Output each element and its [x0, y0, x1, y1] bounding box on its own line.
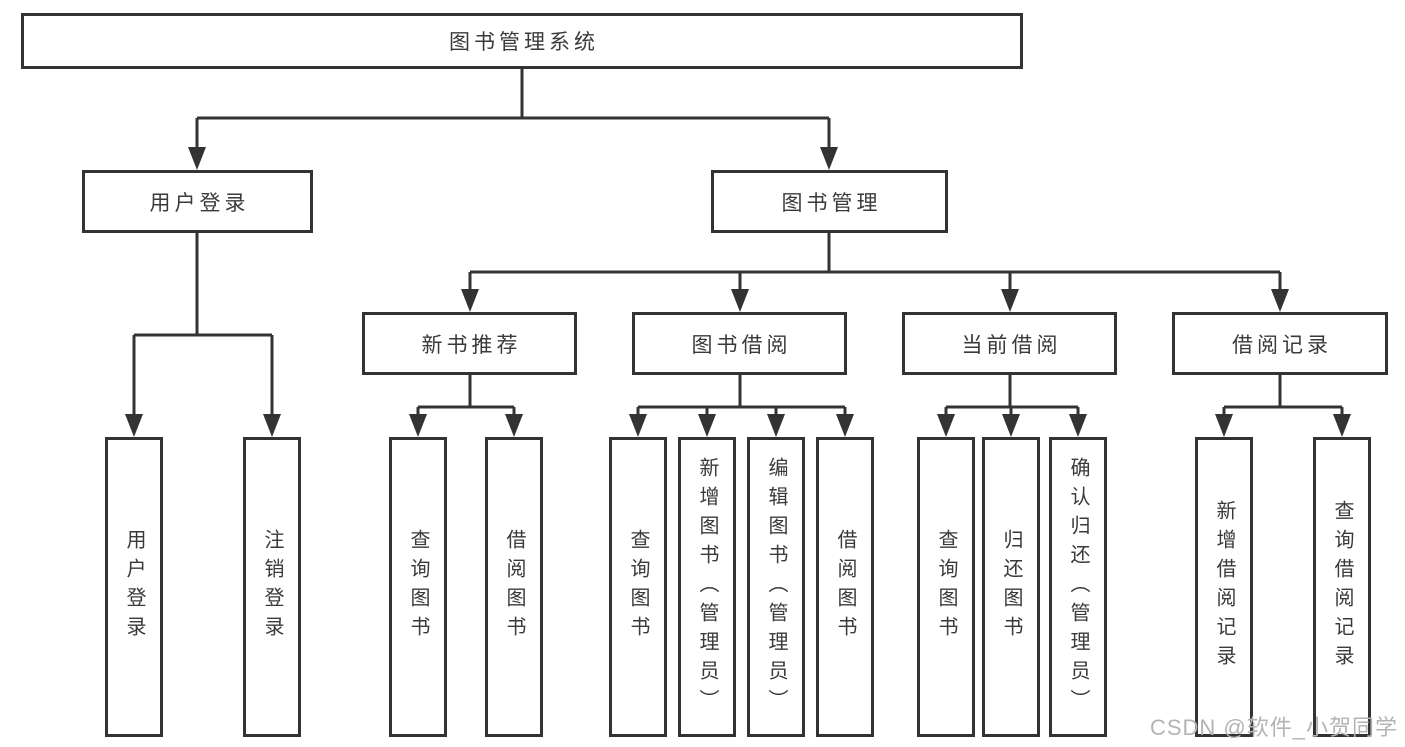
leaf-user-login: 用户登录: [105, 437, 163, 737]
node-user-login: 用户登录: [82, 170, 313, 233]
leaf-borrowing-add-book-admin: 新增图书（管理员）: [678, 437, 736, 737]
leaf-recommend-borrow-book: 借阅图书: [485, 437, 543, 737]
leaf-borrowing-borrow-book: 借阅图书: [816, 437, 874, 737]
arrow-down-icons: [125, 147, 1351, 437]
leaf-borrowing-query-book: 查询图书: [609, 437, 667, 737]
node-new-book-recommendation: 新书推荐: [362, 312, 577, 375]
node-borrowing-records: 借阅记录: [1172, 312, 1388, 375]
leaf-borrowing-edit-book-admin: 编辑图书（管理员）: [747, 437, 805, 737]
leaf-current-return-book: 归还图书: [982, 437, 1040, 737]
node-current-borrowing: 当前借阅: [902, 312, 1117, 375]
leaf-current-confirm-return-admin: 确认归还（管理员）: [1049, 437, 1107, 737]
node-root-library-management-system: 图书管理系统: [21, 13, 1023, 69]
node-book-borrowing: 图书借阅: [632, 312, 847, 375]
leaf-current-query-book: 查询图书: [917, 437, 975, 737]
leaf-logout: 注销登录: [243, 437, 301, 737]
leaf-records-add-record: 新增借阅记录: [1195, 437, 1253, 737]
leaf-records-query-record: 查询借阅记录: [1313, 437, 1371, 737]
leaf-recommend-query-book: 查询图书: [389, 437, 447, 737]
node-book-management: 图书管理: [711, 170, 948, 233]
watermark: CSDN @软件_小贺同学: [1149, 715, 1398, 740]
